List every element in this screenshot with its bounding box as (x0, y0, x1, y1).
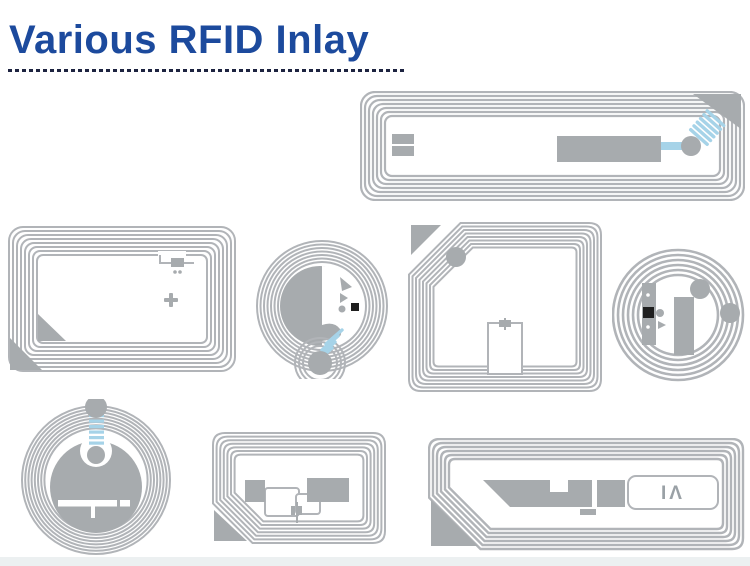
inlay-coil-graphic (21, 396, 171, 555)
chip-lead-line (504, 318, 506, 330)
rectangle-inlay-middle-left-icon (8, 226, 236, 372)
chip-lead-line (296, 502, 298, 523)
inlay-coil-graphic (212, 432, 386, 544)
chip-square (351, 303, 359, 311)
antenna-bar (597, 480, 625, 507)
via-pad-circle (446, 247, 466, 267)
top-pad-circle (85, 396, 107, 418)
via-pad-circle (308, 351, 332, 375)
via-pad-circle (87, 446, 105, 464)
antenna-disc (50, 441, 142, 533)
inlay-coil-graphic (8, 226, 236, 372)
chip-dot (178, 270, 182, 274)
antenna-bar (674, 297, 694, 355)
label-window (627, 475, 719, 510)
chip-block (291, 506, 295, 515)
crossover-bridge-blue-strips (689, 109, 726, 146)
inlay-coil-graphic (611, 248, 745, 382)
inner-corner-triangle (38, 314, 66, 341)
antenna-bar (483, 480, 592, 507)
square-inlay-middle-center-icon (408, 222, 604, 394)
chip-base-block (307, 478, 349, 502)
coil-gap (574, 507, 604, 509)
wide-rectangle-inlay-top-right-icon (359, 90, 746, 202)
wide-rectangle-inlay-bottom-right-icon: IΛ (427, 437, 746, 552)
inlay-coil-graphic: IΛ (427, 437, 745, 551)
corner-pad-triangle (214, 510, 247, 541)
terminal-pad (392, 134, 414, 144)
footer-shadow-strip (0, 557, 750, 566)
chip-stub (580, 509, 596, 515)
inlay-coil-graphic (256, 240, 388, 389)
inlay-coil-graphic (408, 222, 602, 392)
chip-block (499, 320, 504, 327)
register-cross-icon (169, 293, 173, 307)
rectangle-inlay-bottom-center-icon (212, 432, 388, 546)
circle-inlay-middle-right-icon (611, 243, 746, 389)
marker-dot (338, 305, 346, 313)
bridge-bar-blue (661, 142, 683, 150)
page-title: Various RFID Inlay (9, 18, 370, 62)
disc-slot (120, 500, 130, 507)
bar-dot (646, 325, 650, 329)
title-underline (8, 69, 404, 72)
disc-slot (58, 500, 117, 507)
cutout-step (340, 277, 352, 291)
chip-base-block (557, 136, 661, 162)
bar-dot (646, 293, 650, 297)
marker-triangle (658, 321, 666, 329)
circle-inlay-middle-small-icon (256, 237, 390, 389)
via-pad-circle (720, 303, 740, 323)
chip-stub-loop (487, 322, 523, 375)
circle-inlay-bottom-left-icon (20, 396, 172, 557)
corner-pad-triangle (411, 225, 441, 255)
inlay-marking-text: IΛ (661, 483, 685, 504)
terminal-pad (392, 146, 414, 156)
inlay-coil-graphic (359, 90, 746, 202)
outer-corner-triangle (10, 338, 42, 370)
via-pad-circle (681, 136, 701, 156)
chip-block (298, 506, 302, 515)
via-pad-circle (690, 279, 710, 299)
corner-pad-triangle (431, 500, 478, 546)
terminal-pad (245, 480, 265, 502)
marker-dot (656, 309, 664, 317)
chip-block (171, 258, 184, 267)
chip-block (506, 320, 511, 327)
corner-pad-triangle (693, 94, 741, 129)
marker-triangle (340, 293, 348, 303)
chip-dot (173, 270, 177, 274)
chip-square (643, 307, 654, 318)
coil-gap (158, 251, 186, 260)
disc-slot (91, 506, 95, 518)
